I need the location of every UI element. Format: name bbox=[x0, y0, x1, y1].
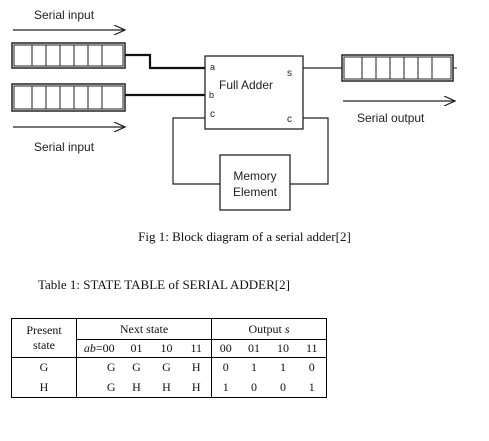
row-g-out-00: 0 bbox=[211, 357, 240, 377]
present-state-header-line1: Present bbox=[26, 323, 62, 337]
output-var: s bbox=[284, 321, 290, 336]
shift-register-a bbox=[11, 42, 126, 69]
wire-carry-in bbox=[172, 117, 220, 185]
row-g-out-01: 1 bbox=[239, 357, 269, 377]
shift-register-b bbox=[11, 83, 126, 112]
table-row-h: H G H H H 1 0 0 1 bbox=[12, 377, 327, 398]
memory-label-2: Element bbox=[233, 185, 278, 199]
present-state-header: Present state bbox=[12, 319, 77, 358]
pin-s: s bbox=[287, 68, 292, 79]
col-header-out-11: 11 bbox=[297, 339, 327, 358]
row-h-next-00: G bbox=[76, 377, 122, 398]
row-g-next-01: G bbox=[121, 357, 152, 377]
state-table: Present state Next state Output s ab=00 … bbox=[11, 318, 327, 398]
col-header-ab00: ab=00 bbox=[76, 339, 122, 358]
pin-c-in: c bbox=[210, 109, 215, 120]
shift-register-output bbox=[341, 54, 457, 82]
wire-carry-out bbox=[290, 117, 329, 185]
pin-b: b bbox=[209, 90, 214, 100]
row-g-next-00: G bbox=[76, 357, 122, 377]
col-header-next-11: 11 bbox=[181, 339, 212, 358]
output-header: Output s bbox=[211, 318, 327, 340]
full-adder-label: Full Adder bbox=[219, 78, 273, 92]
col-header-out-01: 01 bbox=[239, 339, 269, 358]
col-header-out-10: 10 bbox=[268, 339, 298, 358]
row-h-next-10: H bbox=[162, 379, 171, 394]
table-row-g: G G G G H 0 1 1 0 bbox=[11, 357, 327, 377]
serial-input-bottom-label: Serial input bbox=[34, 140, 95, 154]
memory-element-block bbox=[219, 154, 291, 211]
wire-a bbox=[125, 53, 205, 70]
table-header-row: Present state Next state Output s bbox=[12, 318, 327, 352]
table-caption: Table 1: STATE TABLE of SERIAL ADDER[2] bbox=[38, 277, 290, 292]
present-state-header-line2: state bbox=[33, 338, 55, 352]
full-adder-block bbox=[204, 55, 304, 130]
serial-adder-block-diagram: Serial input Serial input Full Adder a b… bbox=[11, 8, 457, 211]
row-h-out-11: 1 bbox=[308, 379, 315, 394]
table-subheader-row: ab=00 01 10 11 00 01 10 11 bbox=[12, 339, 327, 358]
row-h-out-01: 0 bbox=[251, 379, 257, 394]
row-h-next-11: H bbox=[191, 379, 201, 394]
row-h-state: H bbox=[39, 379, 49, 394]
pin-a: a bbox=[210, 62, 215, 72]
serial-input-top-label: Serial input bbox=[34, 8, 95, 22]
memory-label-1: Memory bbox=[233, 169, 276, 183]
serial-output-label: Serial output bbox=[357, 111, 425, 125]
pin-c-out: c bbox=[287, 114, 292, 125]
row-h-out-00: 1 bbox=[211, 377, 240, 398]
col-header-next-10: 10 bbox=[151, 339, 182, 358]
col-header-ab00-value: =00 bbox=[95, 341, 115, 355]
row-g-state: G bbox=[11, 357, 77, 377]
col-header-out-00: 00 bbox=[211, 339, 240, 358]
output-header-text: Output bbox=[248, 321, 282, 336]
next-state-header: Next state bbox=[76, 318, 212, 340]
row-h-out-10: 0 bbox=[280, 379, 286, 394]
row-h-next-01: H bbox=[132, 379, 141, 394]
row-g-next-10: G bbox=[151, 357, 182, 377]
ab-label: ab bbox=[83, 341, 96, 355]
figure-caption: Fig 1: Block diagram of a serial adder[2… bbox=[138, 229, 351, 244]
row-g-next-11: H bbox=[181, 357, 212, 377]
row-g-out-10: 1 bbox=[268, 357, 298, 377]
col-header-next-01: 01 bbox=[121, 339, 152, 358]
row-g-out-11: 0 bbox=[297, 357, 327, 377]
